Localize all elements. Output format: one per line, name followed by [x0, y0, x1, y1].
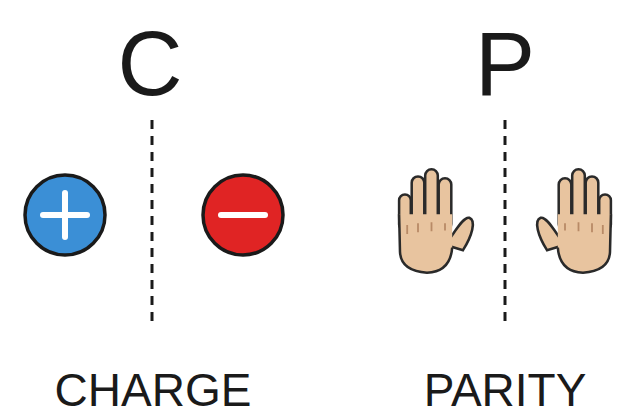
mirror-line: [504, 120, 507, 325]
mirror-line: [151, 120, 154, 325]
caption-word: PARITY: [424, 367, 587, 413]
negative-charge-symbol: [203, 175, 283, 255]
heading-letter: C: [118, 19, 183, 109]
heading-letter: P: [475, 19, 535, 109]
hand-symbol: [537, 169, 611, 273]
positive-charge-symbol: [25, 175, 105, 255]
hand-symbol: [399, 169, 473, 273]
caption-word: CHARGE: [55, 367, 252, 413]
